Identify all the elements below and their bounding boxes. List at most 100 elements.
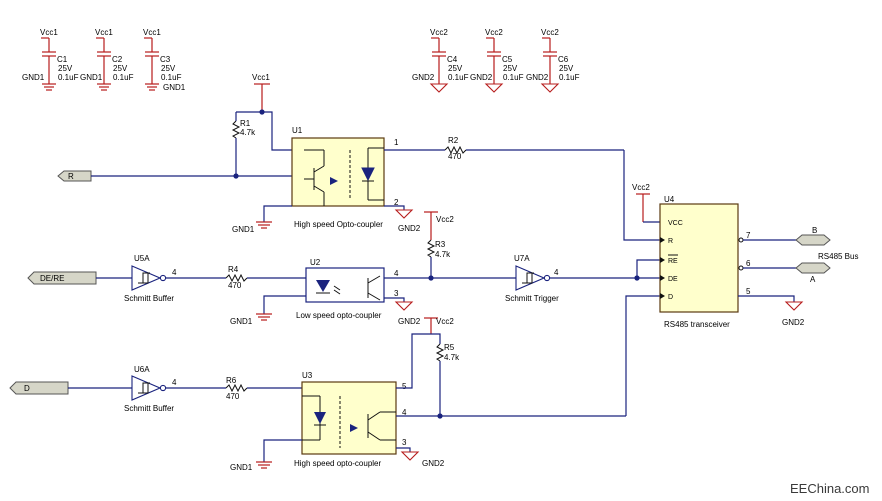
u1-pin-2: 2 bbox=[394, 198, 399, 207]
u2-pin-4: 4 bbox=[394, 269, 399, 278]
resistor-r1: R1 4.7k bbox=[231, 112, 256, 176]
gnd-label: GND1 bbox=[230, 317, 253, 326]
resistor-value: 4.7k bbox=[444, 353, 460, 362]
vcc-label: Vcc1 bbox=[252, 73, 270, 82]
cap-c3: Vcc1 C3 25V 0.1uF GND1 bbox=[143, 28, 186, 92]
gnd2-u1: GND2 bbox=[384, 205, 421, 233]
transceiver-u4: U4 VCC R RE DE D RS485 transceiver 7 6 5 bbox=[659, 195, 751, 329]
cap-value: 0.1uF bbox=[161, 73, 182, 82]
watermark: EEChina.com bbox=[790, 481, 869, 496]
opto-u1: U1 High speed Opto-coupler 1 2 bbox=[291, 126, 399, 229]
opto-u2: U2 Low speed opto-coupler 4 3 bbox=[296, 258, 399, 320]
cap-voltage: 25V bbox=[161, 64, 176, 73]
cap-ref: C4 bbox=[447, 55, 458, 64]
cap-c5: Vcc2 C5 25V 0.1uF GND2 bbox=[470, 28, 524, 93]
rs485-bus-label: RS485 Bus bbox=[818, 252, 858, 261]
gnd-label: GND2 bbox=[470, 73, 493, 82]
vcc-label: Vcc2 bbox=[632, 183, 650, 192]
cap-ref: C2 bbox=[112, 55, 123, 64]
vcc2-rail-r3: Vcc2 bbox=[424, 211, 454, 240]
u4-pin-de: DE bbox=[668, 276, 678, 283]
u5-name: Schmitt Buffer bbox=[124, 294, 174, 303]
port-d-label: D bbox=[24, 384, 30, 393]
vcc2-rail-u4: Vcc2 bbox=[632, 183, 660, 223]
resistor-ref: R4 bbox=[228, 265, 239, 274]
u6-ref: U6A bbox=[134, 365, 150, 374]
cap-voltage: 25V bbox=[448, 64, 463, 73]
gnd-label: GND2 bbox=[422, 459, 445, 468]
u3-pin-3: 3 bbox=[402, 438, 407, 447]
vcc-label: Vcc2 bbox=[436, 215, 454, 224]
gnd2-u2: GND2 bbox=[384, 297, 421, 326]
port-d: D bbox=[9, 381, 69, 395]
u4-pin-6: 6 bbox=[746, 259, 751, 268]
cap-c1: Vcc1 C1 25V 0.1uF GND1 bbox=[22, 28, 79, 91]
gnd-label: GND1 bbox=[163, 83, 186, 92]
port-b: B bbox=[795, 226, 831, 246]
u1-ref: U1 bbox=[292, 126, 303, 135]
cap-voltage: 25V bbox=[559, 64, 574, 73]
cap-ref: C6 bbox=[558, 55, 569, 64]
gnd-label: GND2 bbox=[398, 224, 421, 233]
u3-pin-5: 5 bbox=[402, 382, 407, 391]
gnd1-u1: GND1 bbox=[232, 205, 292, 234]
u1-name: High speed Opto-coupler bbox=[294, 220, 383, 229]
u5-pin: 4 bbox=[172, 268, 177, 277]
buffer-u6a: U6A Schmitt Buffer 4 bbox=[124, 365, 177, 413]
resistor-r3: R3 4.7k bbox=[426, 239, 451, 278]
port-a: A bbox=[795, 262, 831, 284]
gnd2-u4: GND2 bbox=[738, 295, 805, 327]
u4-pin-7: 7 bbox=[746, 231, 751, 240]
resistor-value: 4.7k bbox=[240, 128, 256, 137]
u4-pin-vcc: VCC bbox=[668, 220, 683, 227]
resistor-value: 470 bbox=[228, 281, 242, 290]
vcc-label: Vcc1 bbox=[95, 28, 113, 37]
cap-voltage: 25V bbox=[58, 64, 73, 73]
gnd-label: GND2 bbox=[412, 73, 435, 82]
cap-value: 0.1uF bbox=[503, 73, 524, 82]
cap-value: 0.1uF bbox=[559, 73, 580, 82]
u4-pin-5: 5 bbox=[746, 287, 751, 296]
gnd1-u3: GND1 bbox=[230, 439, 302, 472]
port-a-label: A bbox=[810, 275, 816, 284]
buffer-u5a: U5A Schmitt Buffer 4 bbox=[124, 254, 177, 303]
cap-value: 0.1uF bbox=[448, 73, 469, 82]
vcc1-rail-u1: Vcc1 bbox=[252, 73, 270, 112]
u4-ref: U4 bbox=[664, 195, 675, 204]
u2-ref: U2 bbox=[310, 258, 321, 267]
resistor-ref: R1 bbox=[240, 119, 251, 128]
u2-name: Low speed opto-coupler bbox=[296, 311, 382, 320]
cap-ref: C1 bbox=[57, 55, 68, 64]
cap-c2: Vcc1 C2 25V 0.1uF GND1 bbox=[80, 28, 134, 91]
vcc-label: Vcc2 bbox=[436, 317, 454, 326]
u6-name: Schmitt Buffer bbox=[124, 404, 174, 413]
resistor-value: 4.7k bbox=[435, 250, 451, 259]
cap-value: 0.1uF bbox=[58, 73, 79, 82]
resistor-value: 470 bbox=[448, 152, 462, 161]
port-r-label: R bbox=[68, 172, 74, 181]
resistor-ref: R5 bbox=[444, 343, 455, 352]
vcc-label: Vcc2 bbox=[430, 28, 448, 37]
port-r: R bbox=[57, 170, 92, 182]
u7-pin: 4 bbox=[554, 268, 559, 277]
vcc-label: Vcc2 bbox=[485, 28, 503, 37]
resistor-value: 470 bbox=[226, 392, 240, 401]
resistor-ref: R2 bbox=[448, 136, 459, 145]
resistor-r6: R6 470 bbox=[166, 376, 302, 401]
trigger-u7a: U7A Schmitt Trigger 4 bbox=[505, 254, 559, 303]
cap-c6: Vcc2 C6 25V 0.1uF GND2 bbox=[526, 28, 580, 93]
u4-name: RS485 transceiver bbox=[664, 320, 730, 329]
resistor-r4: R4 470 bbox=[166, 265, 306, 290]
gnd-label: GND1 bbox=[230, 463, 253, 472]
u7-name: Schmitt Trigger bbox=[505, 294, 559, 303]
cap-voltage: 25V bbox=[503, 64, 518, 73]
cap-ref: C5 bbox=[502, 55, 513, 64]
cap-value: 0.1uF bbox=[113, 73, 134, 82]
u2-pin-3: 3 bbox=[394, 289, 399, 298]
opto-u3: U3 High speed opto-coupler 5 4 3 bbox=[294, 371, 407, 468]
gnd2-u3: GND2 bbox=[396, 447, 445, 468]
u1-pin-1: 1 bbox=[394, 138, 399, 147]
vcc-label: Vcc2 bbox=[541, 28, 559, 37]
port-dere: DE/RE bbox=[27, 271, 97, 285]
